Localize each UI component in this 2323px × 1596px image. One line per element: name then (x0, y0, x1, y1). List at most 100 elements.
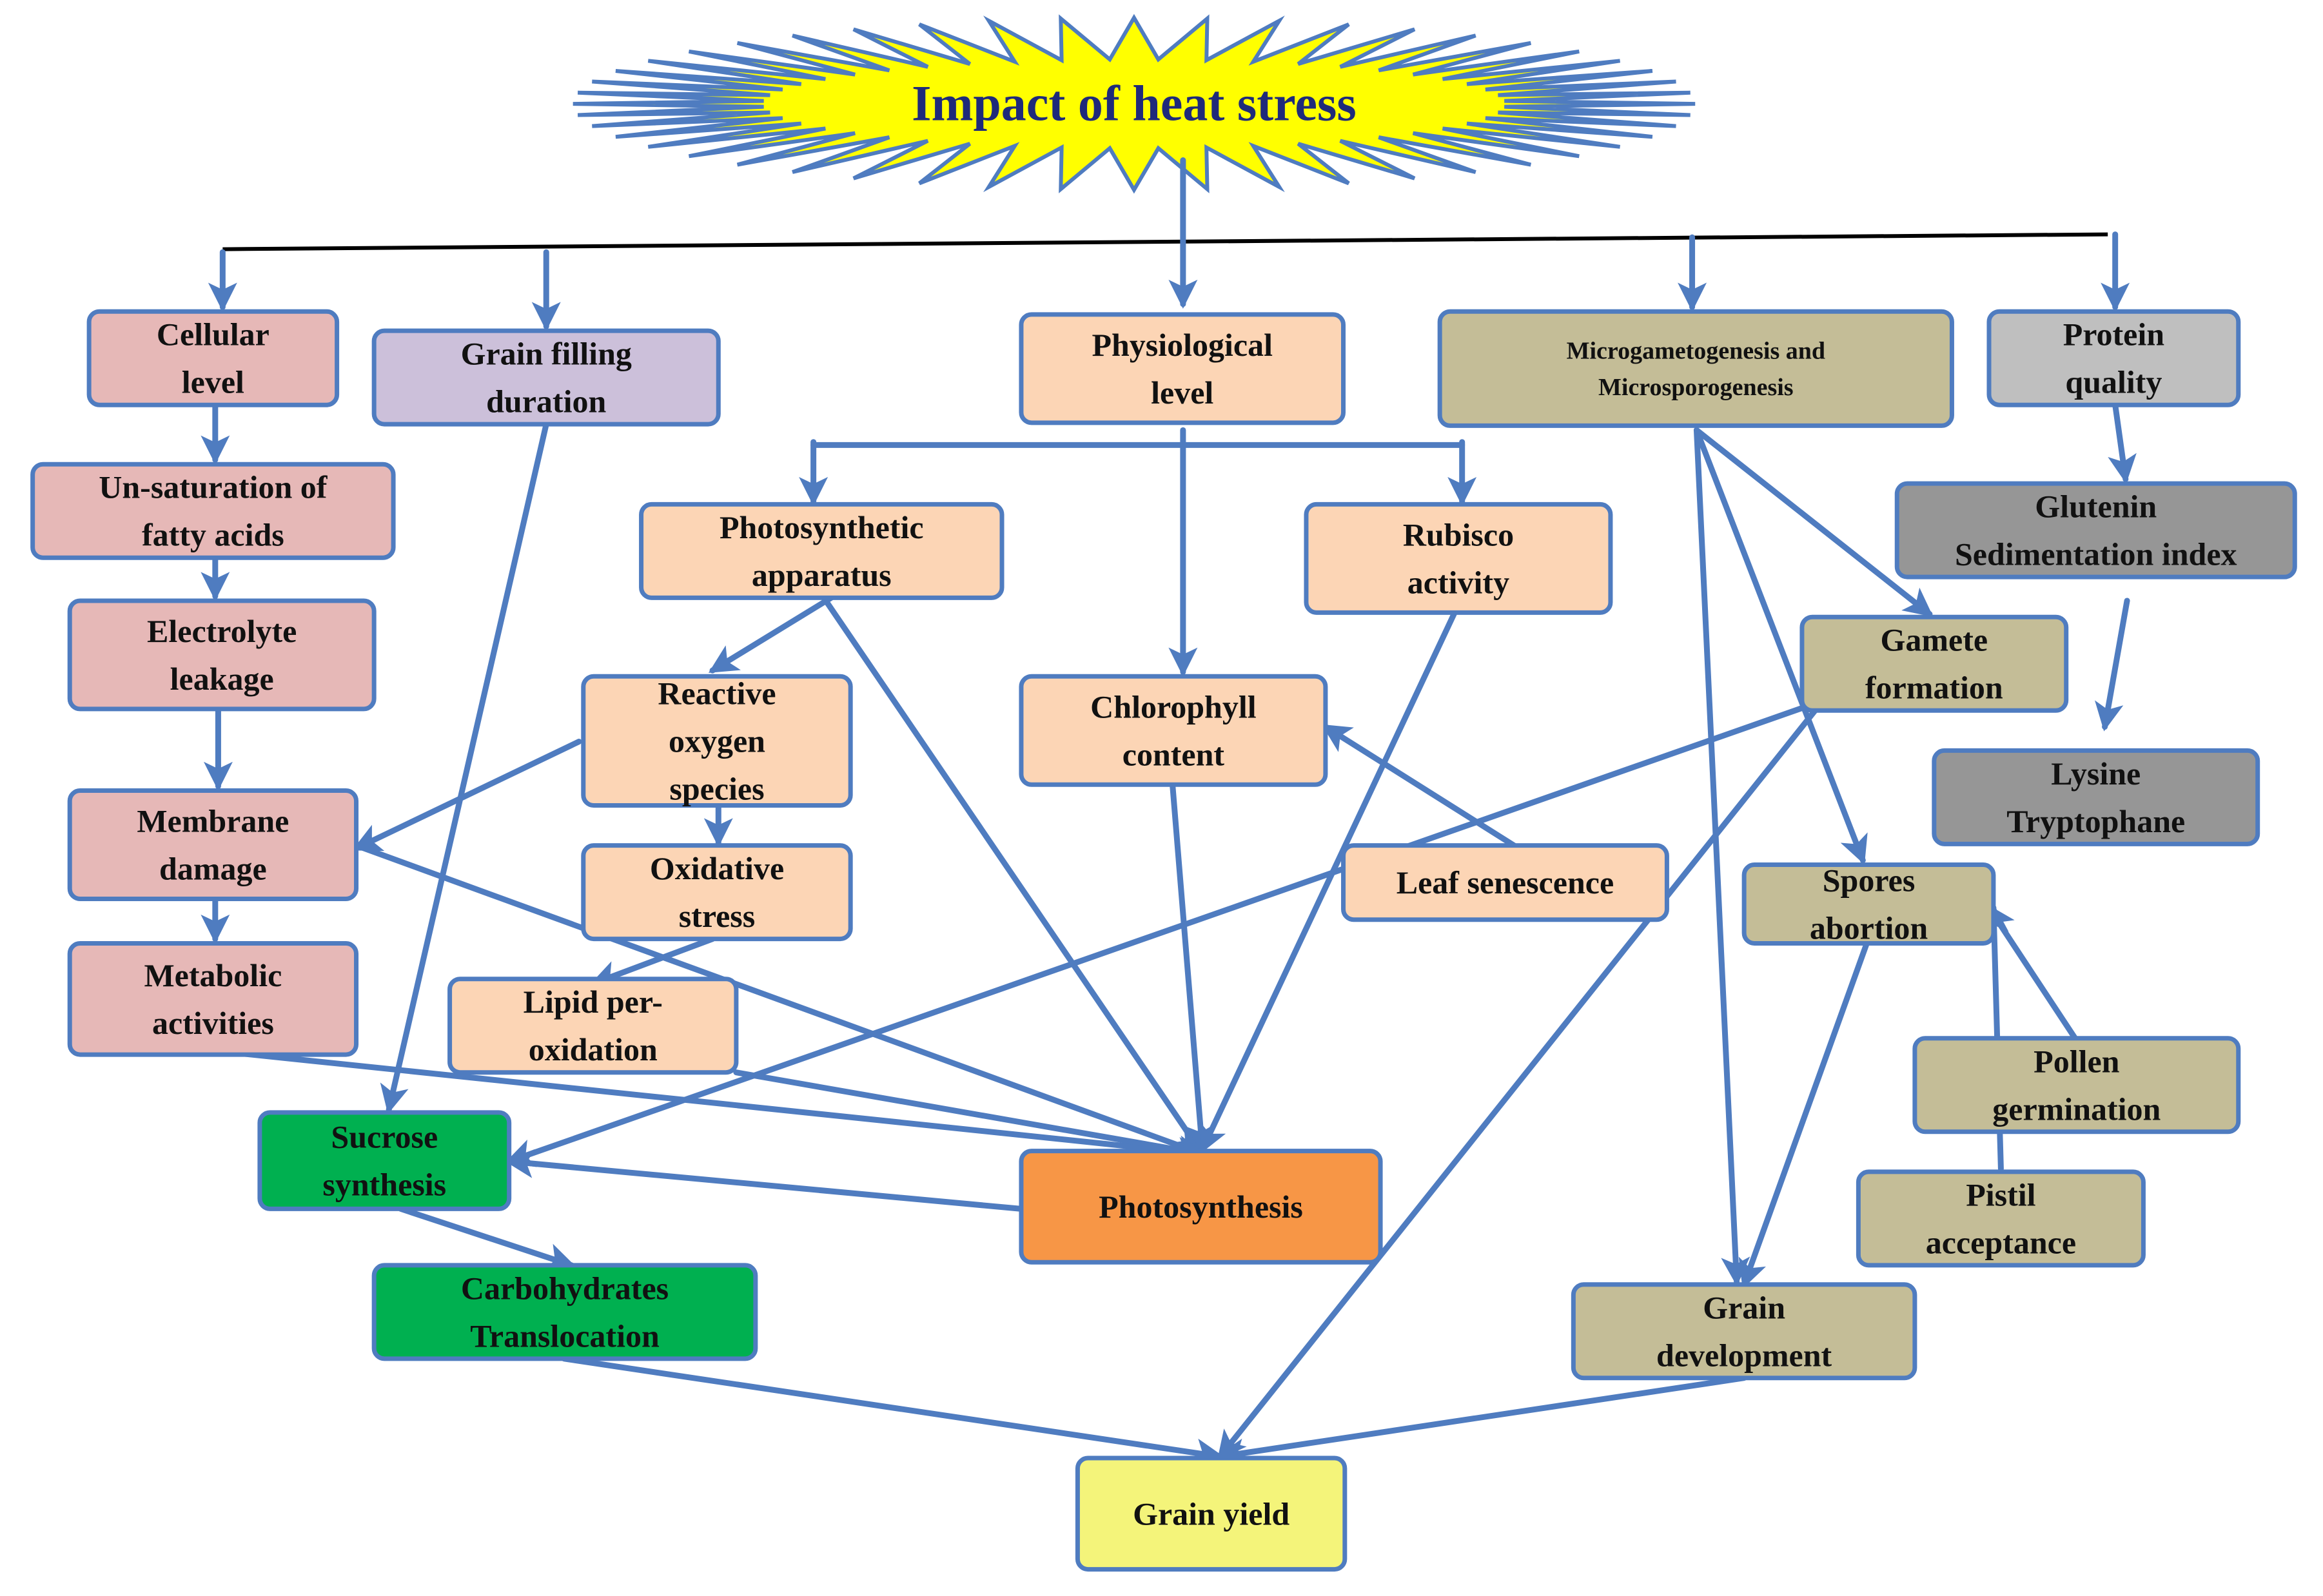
node-box (1799, 614, 2069, 713)
node-lipid-peroxidation: Lipid per-oxidation (447, 977, 739, 1075)
connector-arrow (1738, 939, 1870, 1289)
node-label: Membrane (137, 803, 289, 839)
node-label: Metabolic (144, 957, 282, 993)
node-photosynthesis: Photosynthesis (1019, 1149, 1383, 1265)
node-box (1571, 1282, 1917, 1381)
connector-arrow (821, 594, 1206, 1158)
node-label: Sedimentation index (1955, 536, 2237, 572)
node-box (257, 1110, 512, 1211)
node-label: Oxidative (650, 850, 784, 886)
node-label: Glutenin (2035, 489, 2157, 525)
node-label: apparatus (752, 557, 892, 593)
node-label: Translocation (470, 1318, 660, 1354)
connector-arrow (1217, 694, 1829, 1461)
node-label: Grain filling (461, 336, 632, 372)
node-label: Rubisco (1403, 516, 1514, 552)
title-starburst (573, 14, 1696, 194)
node-label: damage (159, 850, 267, 886)
node-box (1932, 748, 2260, 846)
connector-arrow (733, 1069, 1207, 1164)
connector-arrow (1693, 427, 1868, 865)
node-label: activities (152, 1005, 274, 1041)
node-label: Pistil (1966, 1176, 2035, 1212)
connector-arrow (2094, 598, 2130, 732)
node-sucrose-synthesis: Sucrose synthesis (257, 1110, 512, 1211)
connector-arrow (352, 739, 582, 852)
node-box (371, 328, 721, 427)
node-label: level (1151, 375, 1213, 411)
connector-arrow (234, 1050, 1207, 1166)
node-label: Sucrose (331, 1119, 438, 1155)
node-label: Chlorophyll (1090, 688, 1257, 725)
connector-arrow (1693, 427, 1934, 618)
node-label: formation (1865, 670, 2003, 706)
node-label: acceptance (1926, 1224, 2076, 1260)
node-box (581, 674, 853, 808)
node-label: Pollen (2034, 1043, 2120, 1079)
node-label: activity (1407, 564, 1509, 600)
node-label: level (182, 364, 244, 400)
node-label: synthesis (322, 1167, 446, 1203)
node-box (1019, 1149, 1383, 1265)
node-box (1912, 1036, 2241, 1134)
node-box (1019, 312, 1346, 425)
node-label: Grain yield (1133, 1495, 1289, 1532)
node-box (67, 941, 359, 1057)
node-label: fatty acids (142, 517, 284, 553)
node-label: leakage (170, 661, 274, 697)
node-label: species (669, 770, 764, 806)
connector-arrow (1693, 427, 1750, 1287)
node-rubisco-activity: Rubisco activity (1304, 501, 1613, 615)
node-label: germination (1992, 1091, 2161, 1127)
node-box (1304, 501, 1613, 615)
node-label: quality (2065, 364, 2162, 400)
connector-arrow (708, 594, 834, 674)
node-pollen-germination: Pollen germination (1912, 1036, 2241, 1134)
connector-arrow (1199, 609, 1458, 1154)
node-label: Lysine (2051, 755, 2141, 792)
node-label: Carbohydrates (461, 1270, 669, 1306)
node-label: abortion (1810, 910, 1928, 946)
connector-arrow (2108, 402, 2137, 484)
node-box (1019, 674, 1328, 787)
node-box (67, 598, 377, 712)
node-box (1986, 309, 2241, 407)
node-box (447, 977, 739, 1075)
node-leaf-senescence: Leaf senescence (1341, 843, 1669, 922)
connector-arrow (1986, 904, 2079, 1042)
node-label: Tryptophane (2006, 803, 2185, 839)
connector-arrow (380, 421, 549, 1114)
node-label: Photosynthesis (1099, 1189, 1303, 1225)
node-label: Lipid per- (524, 984, 663, 1020)
connector-arrow (504, 1149, 1024, 1212)
arrows-layer (201, 157, 2137, 1468)
node-box (30, 462, 396, 560)
node-box (1075, 1455, 1348, 1572)
node-membrane-damage: Membrane damage (67, 788, 359, 901)
connector-arrow (1170, 783, 1215, 1154)
node-box (581, 843, 853, 942)
node-box (1856, 1169, 2146, 1268)
connector-arrow (589, 936, 716, 989)
node-label: Microgametogenesis and (1567, 338, 1825, 365)
node-box (1894, 481, 2297, 579)
diagram-title: Impact of heat stress (912, 75, 1357, 131)
node-label: Grain (1703, 1289, 1785, 1325)
node-label: Microsporogenesis (1598, 374, 1794, 401)
node-protein-quality: Protein quality (1986, 309, 2241, 407)
node-label: Protein (2063, 316, 2165, 353)
